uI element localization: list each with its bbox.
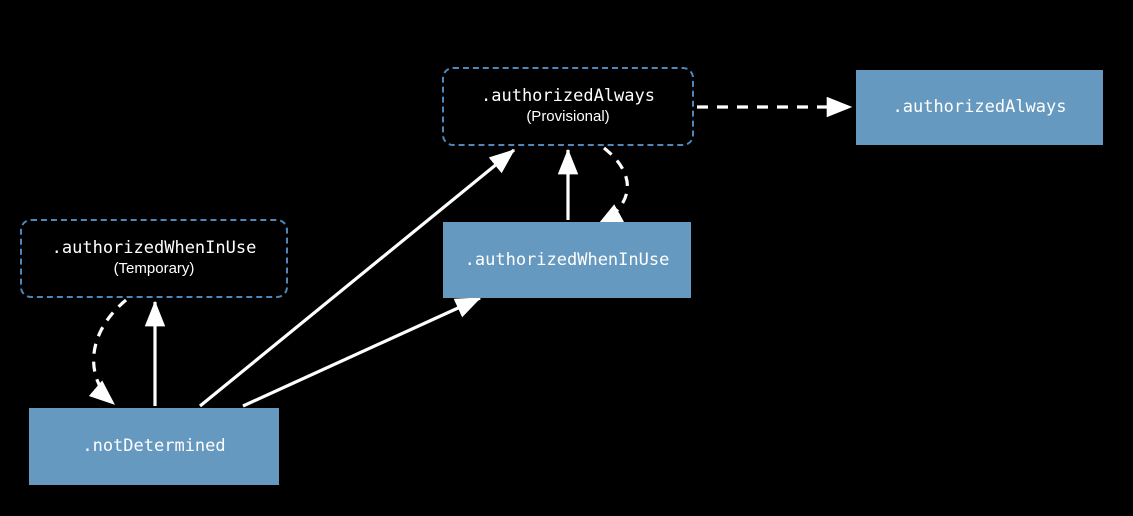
node-title: .authorizedAlways xyxy=(892,97,1067,118)
node-not-determined[interactable]: .notDetermined xyxy=(29,408,279,485)
edge-not-determined-to-provisional xyxy=(198,148,516,408)
node-authorized-when-in-use[interactable]: .authorizedWhenInUse xyxy=(443,222,691,298)
node-subtitle: (Provisional) xyxy=(526,108,610,126)
node-subtitle: (Temporary) xyxy=(113,260,195,278)
node-authorized-always[interactable]: .authorizedAlways xyxy=(856,70,1103,145)
edge-provisional-to-when-in-use xyxy=(596,146,629,227)
node-title: .authorizedWhenInUse xyxy=(51,238,257,259)
edge-temporary-to-not-determined xyxy=(88,298,128,406)
edge-not-determined-to-when-in-use xyxy=(242,296,482,408)
node-title: .authorizedAlways xyxy=(481,86,655,107)
node-authorized-when-in-use-temporary[interactable]: .authorizedWhenInUse (Temporary) xyxy=(20,219,288,298)
node-title: .notDetermined xyxy=(82,436,226,457)
node-authorized-always-provisional[interactable]: .authorizedAlways (Provisional) xyxy=(442,67,694,146)
node-title: .authorizedWhenInUse xyxy=(464,249,670,270)
